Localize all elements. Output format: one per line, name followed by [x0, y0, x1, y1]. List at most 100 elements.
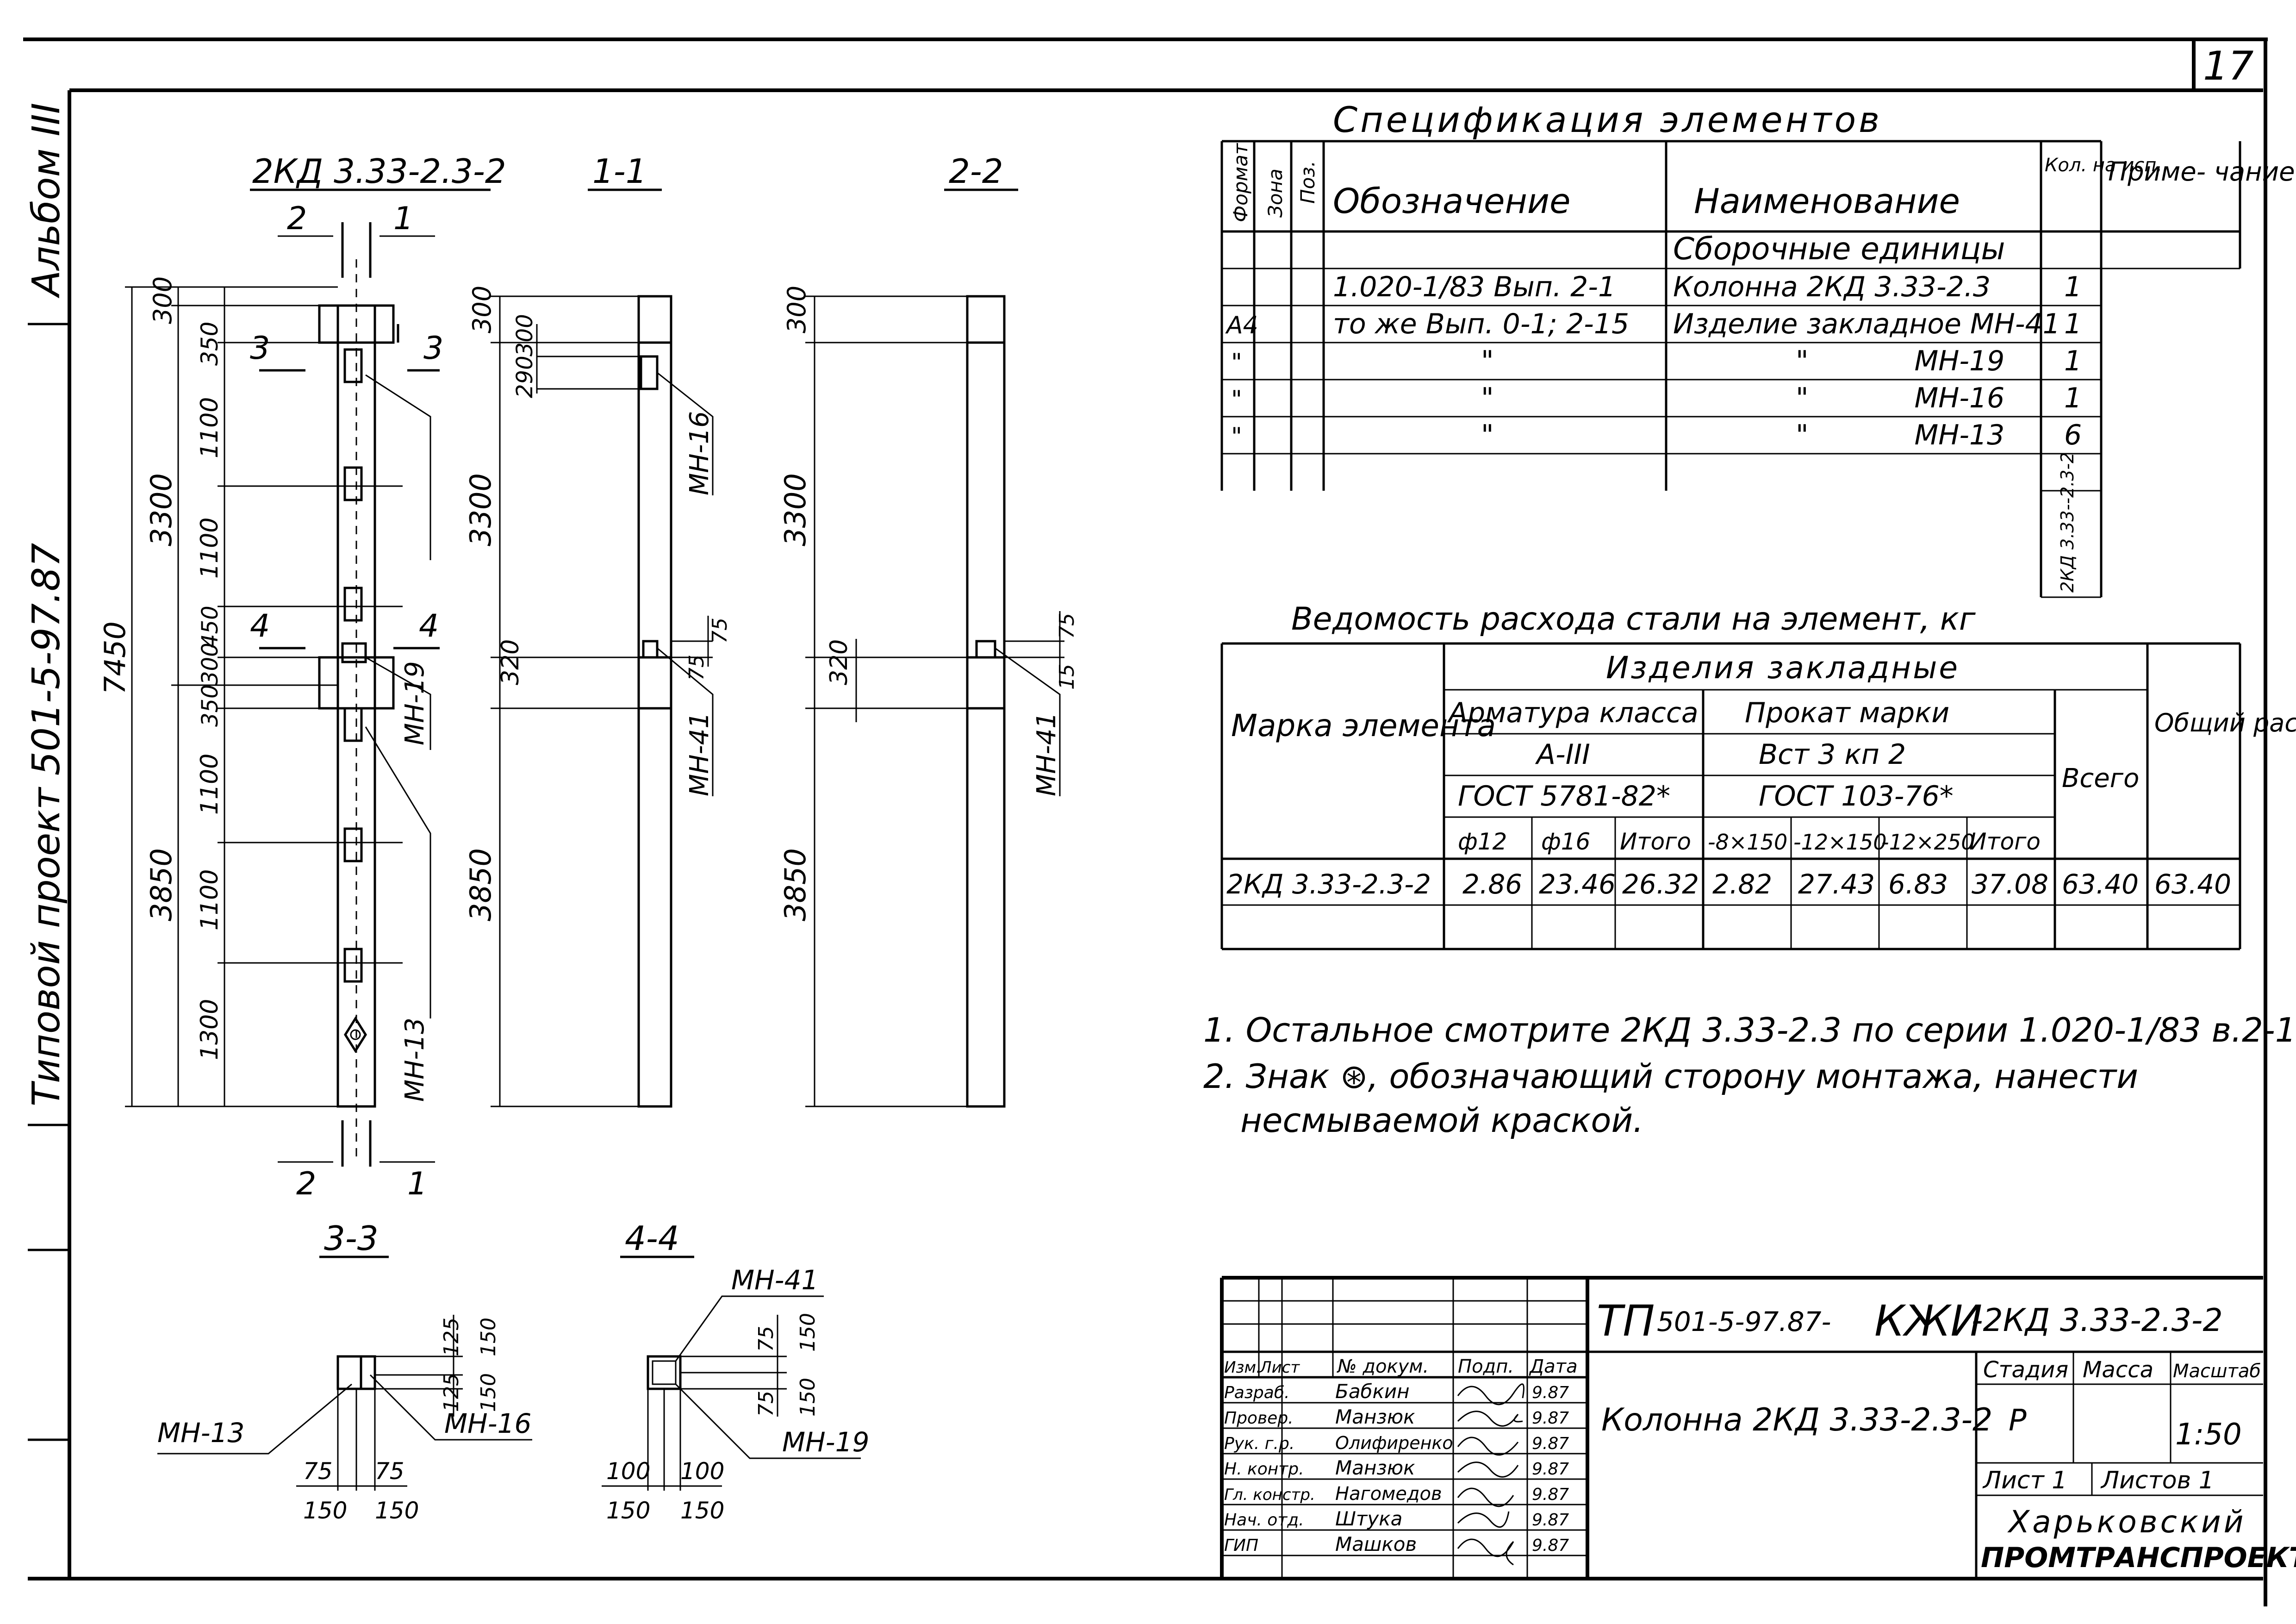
stamp-person-date: 9.87 — [1532, 1511, 1569, 1530]
spec-cell-name: Колонна 2КД 3.33-2.3 — [1673, 271, 1991, 303]
stamp-person-name: Бабкин — [1335, 1380, 1410, 1403]
steel-col-6: -12×250 — [1881, 830, 1974, 855]
spec-title: Спецификация элементов — [1333, 99, 1882, 140]
spec-table: Спецификация элементов Формат Зона Поз. … — [1220, 99, 2295, 598]
spec-row: " " " МН-13 6 — [1231, 419, 2082, 451]
stamp-role: Нач. отд. — [1224, 1511, 1304, 1530]
steel-col-5: -12×150 — [1793, 830, 1886, 855]
stamp-org-line2: ПРОМТРАНСПРОЕКТ — [1981, 1542, 2296, 1574]
stamp-stage: Р — [2009, 1404, 2027, 1438]
stamp-person-row: Гл. констр. Нагомедов 9.87 — [1224, 1483, 1569, 1505]
stamp-person-date: 9.87 — [1532, 1434, 1569, 1453]
sheet-frame — [23, 37, 2268, 1606]
note-2: 2. Знак ⊛, обозначающий сторону монтажа,… — [1203, 1057, 2138, 1096]
steel-col-2: ф16 — [1541, 828, 1590, 855]
steel-h-total: Всего — [2062, 763, 2139, 793]
dim-3850-s2: 3850 — [778, 848, 812, 921]
spec-cell-qty: 1 — [2064, 345, 2082, 377]
cut-label-4-right: 4 — [419, 608, 439, 644]
spec-h-name: Наименование — [1694, 181, 1960, 221]
dim-150-s3b: 150 — [477, 1373, 500, 1412]
stamp-person-name: Нагомедов — [1335, 1483, 1442, 1505]
stamp-sheets: Листов 1 — [2100, 1467, 2214, 1494]
stamp-scale: 1:50 — [2175, 1418, 2242, 1452]
steel-cell: 63.40 — [2154, 868, 2231, 900]
section-1-1: 1-1 300 300 290 3300 320 3850 75 75 МН-1… — [464, 152, 732, 1108]
dim-150-s4a: 150 — [796, 1313, 820, 1352]
steel-col-3: Итого — [1620, 828, 1691, 855]
label-mh16-s1: МН-16 — [684, 411, 715, 495]
stamp-role: ГИП — [1224, 1536, 1258, 1555]
label-mh41-s1: МН-41 — [684, 712, 715, 796]
spec-cell-qty: 6 — [2064, 419, 2082, 451]
cut-label-2-top: 2 — [287, 200, 307, 237]
spec-cell-qty: 1 — [2064, 271, 2082, 303]
steel-h-rebar-class: А-III — [1535, 738, 1590, 771]
steel-h-rebar: Арматура класса — [1447, 697, 1699, 729]
steel-h-embedded: Изделия закладные — [1606, 650, 1960, 686]
dim-1100-c: 1100 — [196, 754, 224, 815]
dim-75-s4a: 75 — [754, 1326, 778, 1352]
steel-cell: 37.08 — [1972, 868, 2048, 900]
stamp-person-name: Штука — [1335, 1507, 1402, 1530]
spec-section-label: Сборочные единицы — [1673, 231, 2005, 267]
dim-3300-s1: 3300 — [464, 473, 498, 546]
steel-table: Ведомость расхода стали на элемент, кг И… — [1220, 601, 2296, 950]
side-album-label: Альбом III — [25, 103, 68, 299]
dim-1100-a: 1100 — [196, 397, 224, 458]
spec-cell-name: Изделие закладное МН-41 — [1673, 308, 2060, 340]
label-mh41-s4: МН-41 — [731, 1264, 818, 1296]
signature-scribbles — [1457, 1383, 1524, 1566]
label-mh16-s3: МН-16 — [444, 1408, 531, 1439]
stamp-person-row: Нач. отд. Штука 9.87 — [1224, 1507, 1569, 1530]
stamp-h-list: Лист — [1259, 1358, 1300, 1377]
stamp-role: Разраб. — [1224, 1383, 1289, 1402]
spec-cell-qty: 1 — [2064, 382, 2082, 414]
stamp-org-line1: Харьковский — [2007, 1504, 2246, 1540]
spec-cell-format: А4 — [1225, 312, 1258, 339]
cut-label-4-left: 4 — [250, 608, 270, 644]
dim-15-s2: 15 — [1055, 664, 1079, 690]
stamp-person-row: Н. контр. Манзюк 9.87 — [1224, 1456, 1569, 1479]
dim-300-s2: 300 — [782, 286, 811, 333]
dim-75-s1b: 75 — [685, 655, 709, 681]
spec-cell-designation: " — [1481, 419, 1494, 451]
dim-450: 450 — [197, 606, 223, 648]
spec-h-note: Приме- чание — [2108, 157, 2295, 187]
steel-cell: 63.40 — [2062, 868, 2139, 900]
stamp-h-date: Дата — [1529, 1356, 1578, 1377]
cut-label-3-right: 3 — [423, 330, 443, 367]
section-4-4-title: 4-4 — [625, 1219, 679, 1258]
cut-label-1-top: 1 — [393, 200, 413, 237]
dim-300-top: 300 — [148, 276, 177, 324]
label-mh41-s2: МН-41 — [1032, 712, 1062, 796]
spec-cell-format: " — [1231, 423, 1242, 450]
stamp-h-sign: Подп. — [1458, 1356, 1514, 1377]
stamp-code-prefix: ТП — [1597, 1296, 1655, 1346]
elevation-title: 2КД 3.33-2.3-2 — [252, 152, 506, 191]
stamp-person-row: Провер. Манзюк 9.87 — [1224, 1405, 1569, 1428]
spec-variant-label: 2КД 3.33--2.3-2 — [2057, 452, 2078, 593]
steel-h-rolled-gost: ГОСТ 103-76* — [1759, 780, 1954, 812]
dim-300-s1b: 300 — [512, 314, 538, 356]
spec-cell-qty: 1 — [2064, 308, 2082, 340]
stamp-person-row: ГИП Машков 9.87 — [1224, 1533, 1569, 1555]
dim-350-mid: 350 — [197, 684, 223, 727]
steel-col-4: -8×150 — [1708, 830, 1787, 855]
label-mh13-s3: МН-13 — [157, 1417, 244, 1449]
spec-cell-designation: " — [1481, 345, 1494, 377]
dim-100-s4b: 100 — [680, 1458, 724, 1485]
steel-h-mark: Марка элемента — [1231, 708, 1496, 743]
dim-125-s3b: 125 — [440, 1373, 463, 1412]
spec-h-pos: Поз. — [1296, 161, 1319, 204]
stamp-person-row: Разраб. Бабкин 9.87 — [1224, 1380, 1569, 1403]
dim-75-s4b: 75 — [754, 1391, 778, 1417]
steel-title: Ведомость расхода стали на элемент, кг — [1291, 601, 1976, 637]
dim-3850-s1: 3850 — [464, 848, 498, 921]
spec-cell-name: " МН-13 — [1796, 419, 2004, 451]
steel-cell: 2.82 — [1712, 868, 1772, 900]
cut-label-1-bottom: 1 — [407, 1166, 427, 1202]
steel-h-rolled: Прокат марки — [1745, 697, 1949, 729]
spec-cell-designation: то же Вып. 0-1; 2-15 — [1333, 308, 1629, 340]
